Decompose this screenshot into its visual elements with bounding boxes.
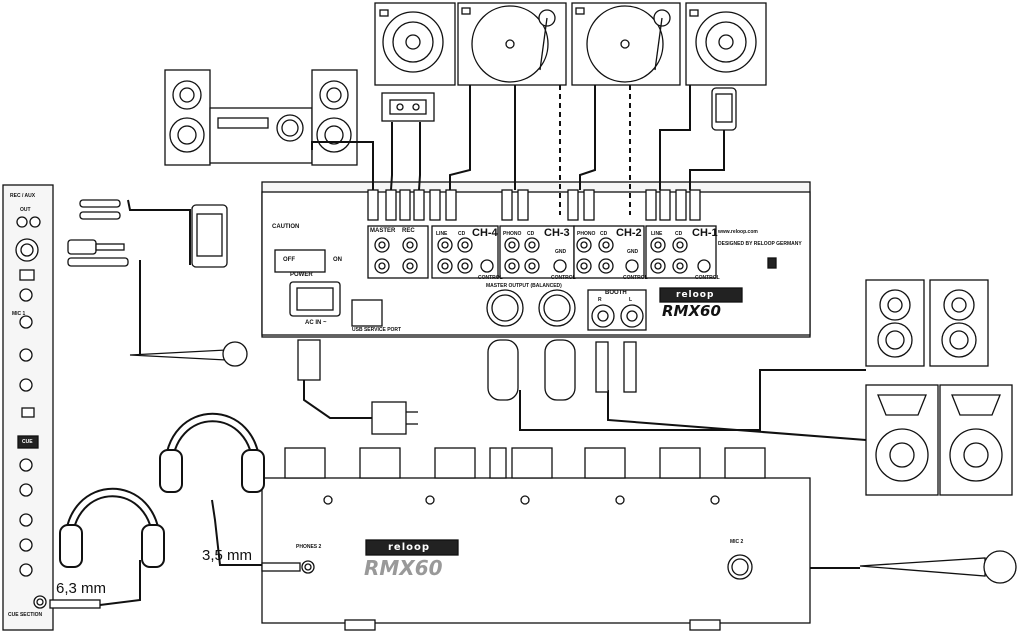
booth-label: BOOTH	[605, 290, 627, 296]
headphones-icon	[159, 412, 265, 493]
jack-63mm-label: 6,3 mm	[56, 580, 107, 597]
smartphone-icon	[191, 204, 228, 268]
cd-player-icon	[685, 2, 767, 86]
website-label: www.reloop.com	[718, 229, 758, 235]
off-label: OFF	[283, 257, 295, 263]
control-label-ch1: CONTROL	[695, 275, 720, 281]
master-output-label: MASTER OUTPUT (BALANCED)	[486, 283, 562, 289]
ch3-label: CH-3	[544, 227, 570, 239]
smartphone-icon	[711, 87, 737, 131]
headphones-icon	[59, 487, 165, 568]
gnd-label-ch2: GND	[627, 249, 639, 255]
cassette-deck-icon	[381, 92, 435, 122]
rca-plug-pair	[79, 199, 121, 220]
usb-service-port-label: USB SERVICE PORT	[352, 327, 402, 333]
cd-label-ch1: CD	[675, 231, 683, 237]
ch2-label: CH-2	[616, 227, 642, 239]
phono-label-ch2: PHONO	[577, 231, 596, 237]
stereo-system-icon	[164, 69, 358, 166]
ch1-label: CH-1	[692, 227, 718, 239]
front-brand-logo: reloop	[388, 542, 431, 553]
designed-by-label: DESIGNED BY RELOOP GERMANY	[718, 241, 802, 247]
cue-button-label: CUE	[22, 439, 33, 445]
ac-in-label: AC IN ~	[305, 320, 327, 326]
rec-aux-label: REC / AUX	[10, 193, 36, 199]
booth-l-label: L	[629, 297, 633, 303]
mic2-label: MIC 2	[730, 539, 744, 545]
rca-jacks	[374, 237, 711, 274]
headphone-jack-icon	[49, 599, 101, 609]
cue-section-label: CUE SECTION	[8, 612, 43, 618]
out-label: OUT	[20, 207, 31, 213]
phono-label-ch3: PHONO	[503, 231, 522, 237]
jack-35mm-label: 3,5 mm	[202, 547, 253, 564]
cd-label-ch3: CD	[527, 231, 535, 237]
gnd-label-ch3: GND	[555, 249, 567, 255]
line-label-ch1: LINE	[651, 231, 663, 237]
xlr-plug	[487, 339, 576, 401]
back-model-label: RMX60	[662, 302, 721, 320]
cd-label-ch4: CD	[458, 231, 466, 237]
cd-label-ch2: CD	[600, 231, 608, 237]
power-label: POWER	[290, 272, 313, 278]
front-model-label: RMX60	[364, 556, 443, 580]
booth-r-label: R	[598, 297, 602, 303]
turntable-icon	[457, 2, 567, 86]
rca-plugs	[367, 189, 701, 221]
cd-player-icon	[374, 2, 456, 86]
back-brand-logo: reloop	[676, 290, 715, 300]
headphone-jack-icon	[67, 239, 129, 267]
mixer-side-panel	[2, 184, 54, 631]
ch4-label: CH-4	[472, 227, 498, 239]
turntable-icon	[571, 2, 681, 86]
speaker-icon	[865, 279, 989, 367]
speaker-icon	[865, 384, 1013, 496]
microphone-icon	[129, 341, 248, 367]
mic1-label: MIC 1	[12, 311, 26, 317]
control-label-ch4: CONTROL	[478, 275, 503, 281]
phones2-label: PHONES 2	[296, 544, 322, 550]
microphone-icon	[859, 550, 1017, 584]
caution-label: CAUTION	[272, 224, 300, 230]
master-label: MASTER	[370, 228, 396, 234]
mixer-front-panel	[261, 447, 811, 631]
headphone-jack-icon	[595, 341, 637, 393]
cables	[99, 85, 867, 606]
control-label-ch2: CONTROL	[623, 275, 648, 281]
power-plug-icon	[297, 339, 418, 435]
control-label-ch3: CONTROL	[551, 275, 576, 281]
line-label-ch4: LINE	[436, 231, 448, 237]
on-label: ON	[333, 257, 342, 263]
rec-label: REC	[402, 228, 415, 234]
headphone-jack-icon	[261, 562, 301, 572]
